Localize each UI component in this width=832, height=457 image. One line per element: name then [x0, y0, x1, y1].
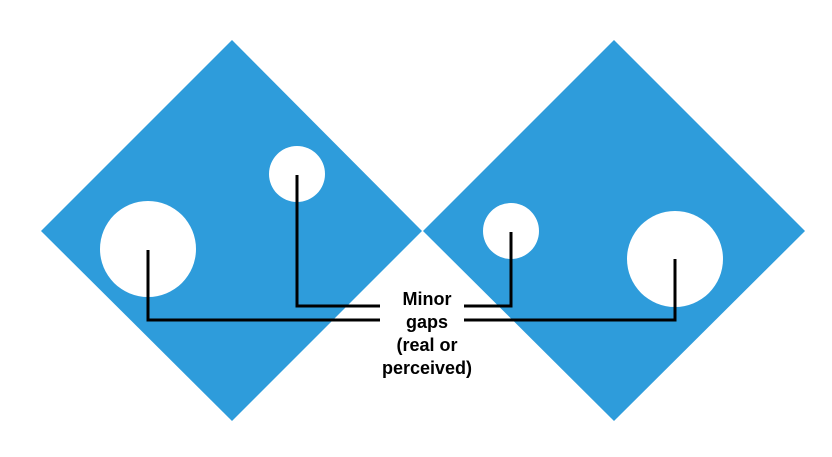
leader-left-small	[295, 175, 380, 308]
right-small-hole	[483, 203, 539, 259]
left-small-hole	[269, 146, 325, 202]
label-line: (real or	[396, 335, 458, 355]
leader-right-large	[464, 259, 677, 322]
left-diamond	[41, 40, 422, 421]
label-line: Minor	[402, 289, 452, 309]
leader-left-large	[146, 250, 380, 322]
right-diamond	[423, 40, 805, 421]
leader-right-small	[464, 232, 513, 308]
left-large-hole	[100, 201, 196, 297]
label-line: gaps	[405, 312, 448, 332]
label-line: perceived)	[381, 358, 473, 378]
gap-label: Minor gaps (real or perceived)	[372, 288, 482, 380]
